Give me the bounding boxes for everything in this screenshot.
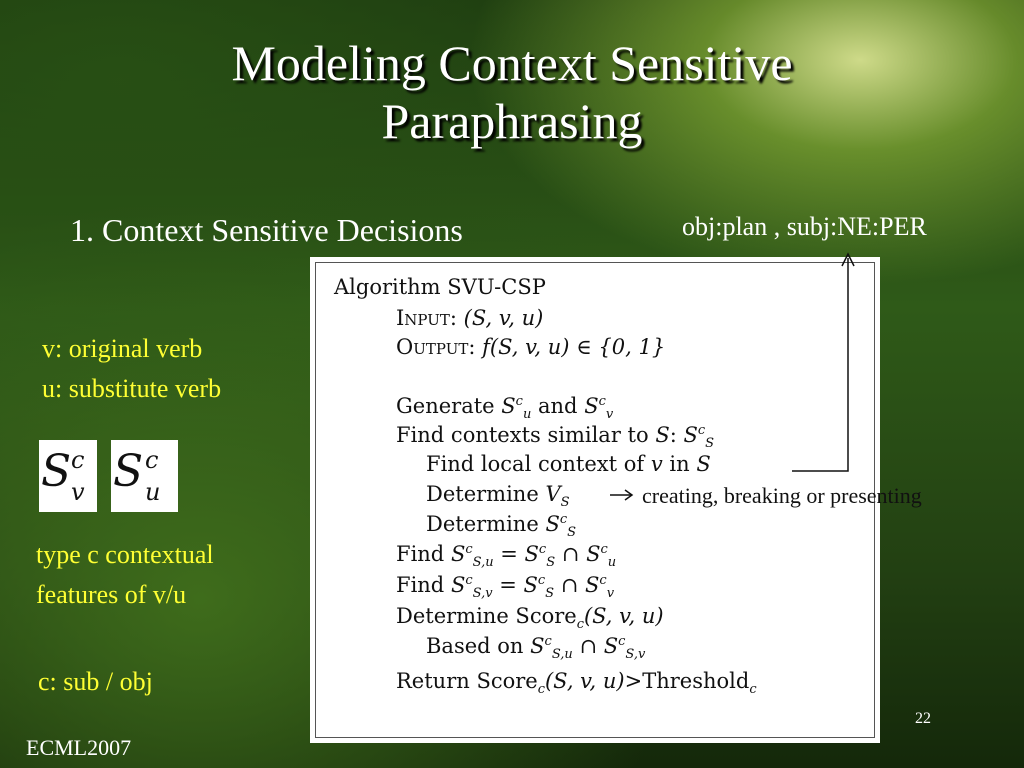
arrow-note: creating, breaking or presenting <box>642 483 922 508</box>
in-text: in <box>669 452 690 476</box>
right-arrowhead <box>624 489 634 501</box>
connector-line <box>792 258 849 472</box>
algo-based-on: Based on ScS,u ∩ ScS,v <box>426 634 646 663</box>
find-contexts-text: Find contexts similar to <box>396 423 649 447</box>
type-c-line-2: features of v/u <box>36 580 187 609</box>
algo-header: Algorithm SVU-CSP <box>334 275 546 299</box>
based-on-text: Based on <box>426 634 524 658</box>
title-line-1: Modeling Context Sensitive <box>231 35 793 91</box>
find-text: Find <box>396 573 445 597</box>
algo-input: Input: (S, v, u) <box>396 306 543 330</box>
determine-score-text: Determine Score <box>396 604 577 628</box>
algorithm-frame <box>315 262 875 738</box>
type-c-line-1: type c contextual <box>36 540 214 569</box>
s-u-c-symbol: S c u <box>111 440 178 512</box>
algo-output: Output: f(S, v, u) ∈ {0, 1} <box>396 335 665 359</box>
input-keyword: Input: <box>396 306 457 330</box>
algo-determine-score: Determine Scorec(S, v, u) <box>396 604 664 633</box>
find-local-text: Find local context of <box>426 452 645 476</box>
find-text: Find <box>396 542 445 566</box>
algo-determine-vs: Determine VS <box>426 482 570 511</box>
u-definition: u: substitute verb <box>42 374 222 403</box>
algo-find-contexts: Find contexts similar to S: ScS <box>396 423 715 452</box>
footer-label: ECML2007 <box>26 735 132 760</box>
c-definition: c: sub / obj <box>38 667 153 696</box>
algo-find-local: Find local context of v in S <box>426 452 711 476</box>
page-number: 22 <box>915 710 931 727</box>
and-text: and <box>538 394 578 418</box>
algo-find-ssu: Find ScS,u = ScS ∩ Scu <box>396 542 617 571</box>
return-score-text: Return Score <box>396 669 538 693</box>
threshold-text: Threshold <box>642 669 750 693</box>
input-value: (S, v, u) <box>463 306 544 330</box>
s-v-c-symbol: S c v <box>39 440 97 512</box>
algo-generate: Generate Scu and Scv <box>396 394 614 423</box>
determine-text: Determine <box>426 482 539 506</box>
algo-determine-ssc: Determine ScS <box>426 512 577 541</box>
title-line-2: Paraphrasing <box>381 93 643 149</box>
slide-title: Modeling Context Sensitive Paraphrasing <box>0 34 1024 150</box>
section-subtitle: 1. Context Sensitive Decisions <box>70 212 463 248</box>
output-value: f(S, v, u) ∈ {0, 1} <box>482 335 666 359</box>
features-note: obj:plan , subj:NE:PER <box>682 212 927 241</box>
up-arrow-icon <box>841 252 855 267</box>
output-keyword: Output: <box>396 335 476 359</box>
algo-return: Return Scorec(S, v, u)>Thresholdc <box>396 669 757 698</box>
generate-text: Generate <box>396 394 495 418</box>
algo-find-ssv: Find ScS,v = ScS ∩ Scv <box>396 573 615 602</box>
v-definition: v: original verb <box>42 334 203 363</box>
algorithm-box: Algorithm SVU-CSP Input: (S, v, u) Outpu… <box>310 257 880 743</box>
determine-text: Determine <box>426 512 539 536</box>
